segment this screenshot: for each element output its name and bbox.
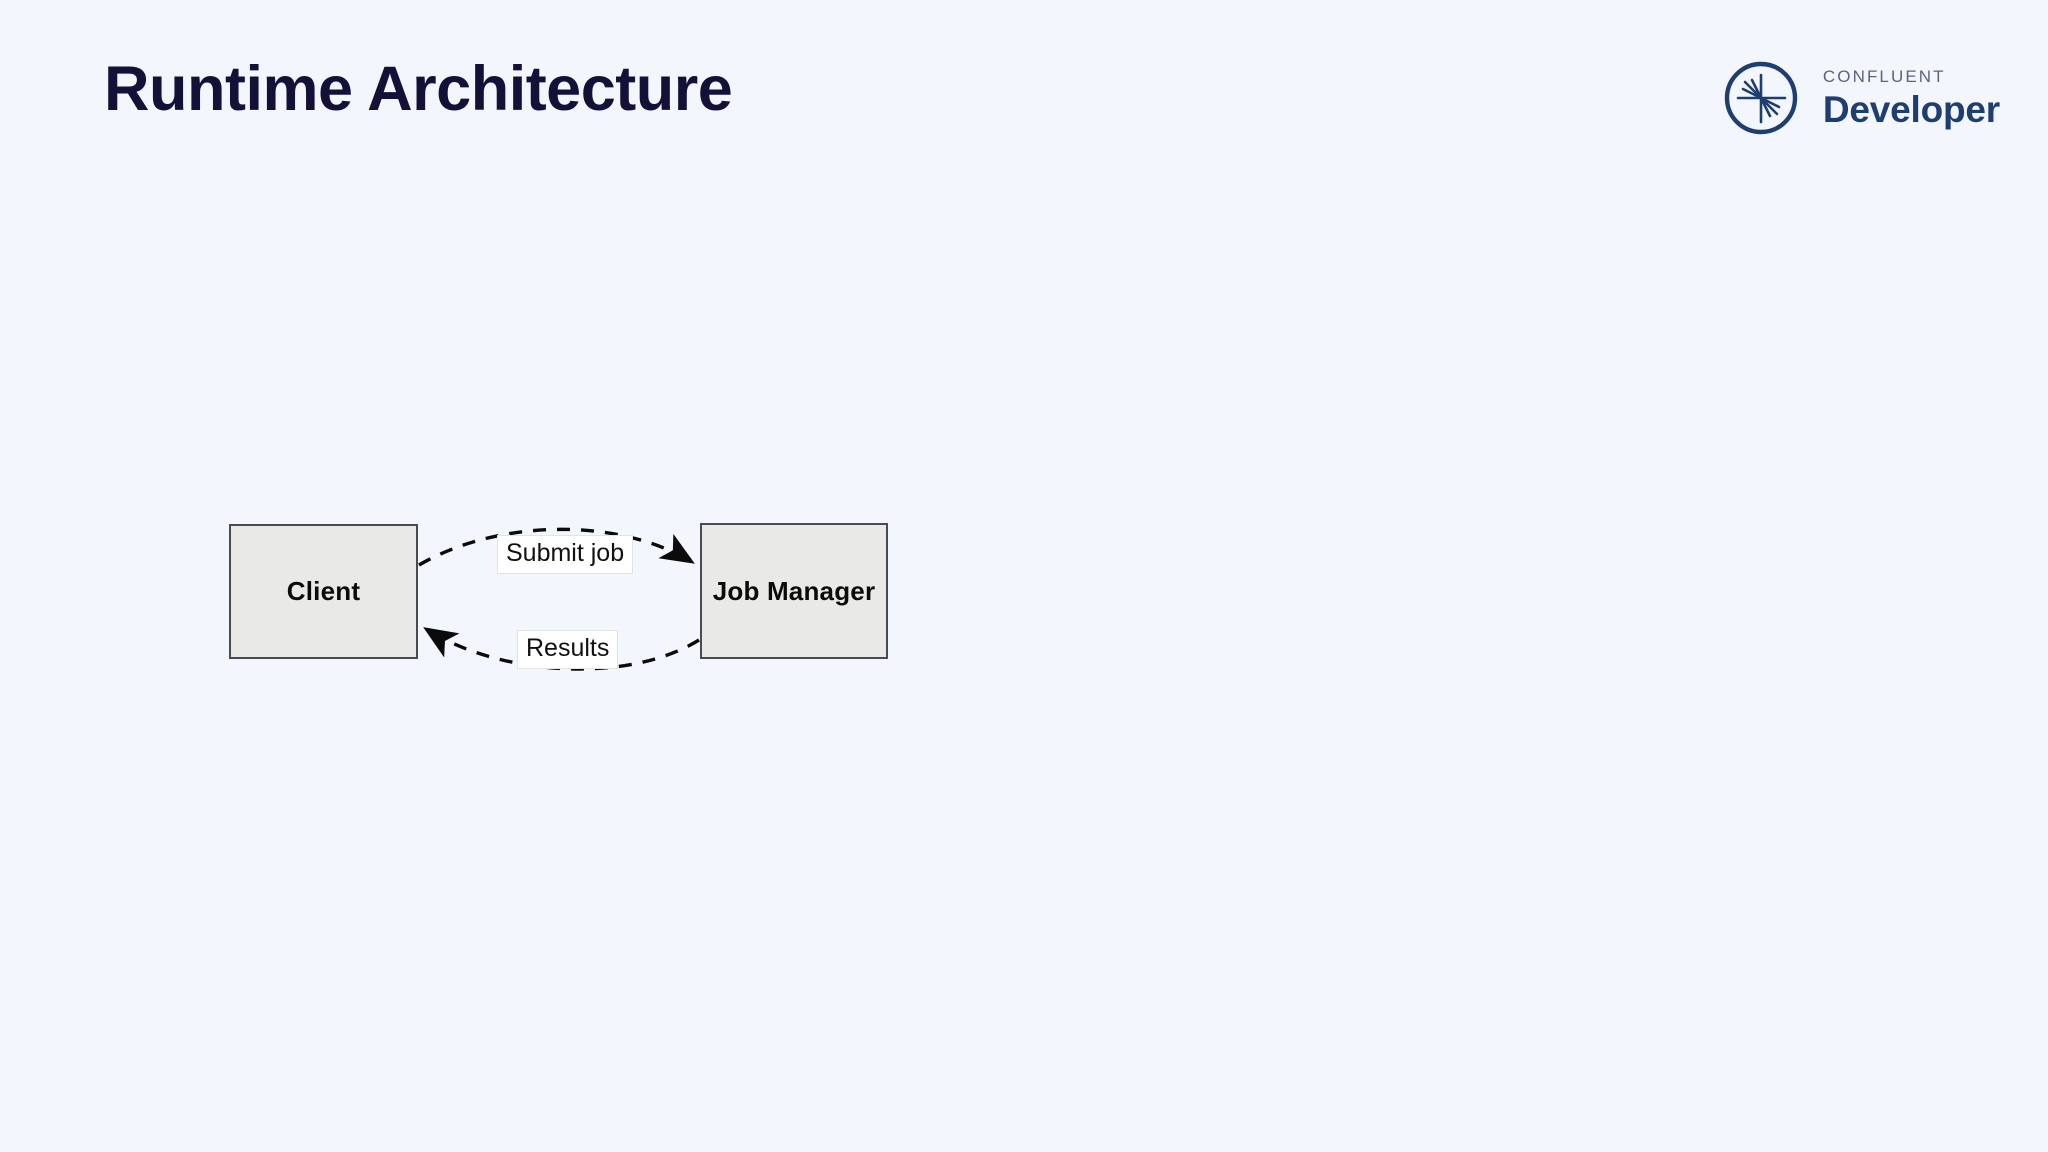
brand-eyebrow: CONFLUENT xyxy=(1822,67,1946,86)
brand-name: Developer xyxy=(1822,89,2000,130)
brand-logo: CONFLUENT Developer xyxy=(1721,58,2000,138)
diagram-node-job-manager: Job Manager xyxy=(700,523,888,659)
diagram-node-label: Client xyxy=(286,576,361,606)
diagram-node-client: Client xyxy=(229,524,418,659)
page-title: Runtime Architecture xyxy=(104,54,733,124)
brand-wordmark: CONFLUENT Developer xyxy=(1823,68,2000,128)
edge-label-results: Results xyxy=(517,630,619,669)
diagram-node-label: Job Manager xyxy=(712,575,876,606)
edge-label-submit-job: Submit job xyxy=(497,535,634,574)
confluent-starburst-icon xyxy=(1724,61,1798,135)
